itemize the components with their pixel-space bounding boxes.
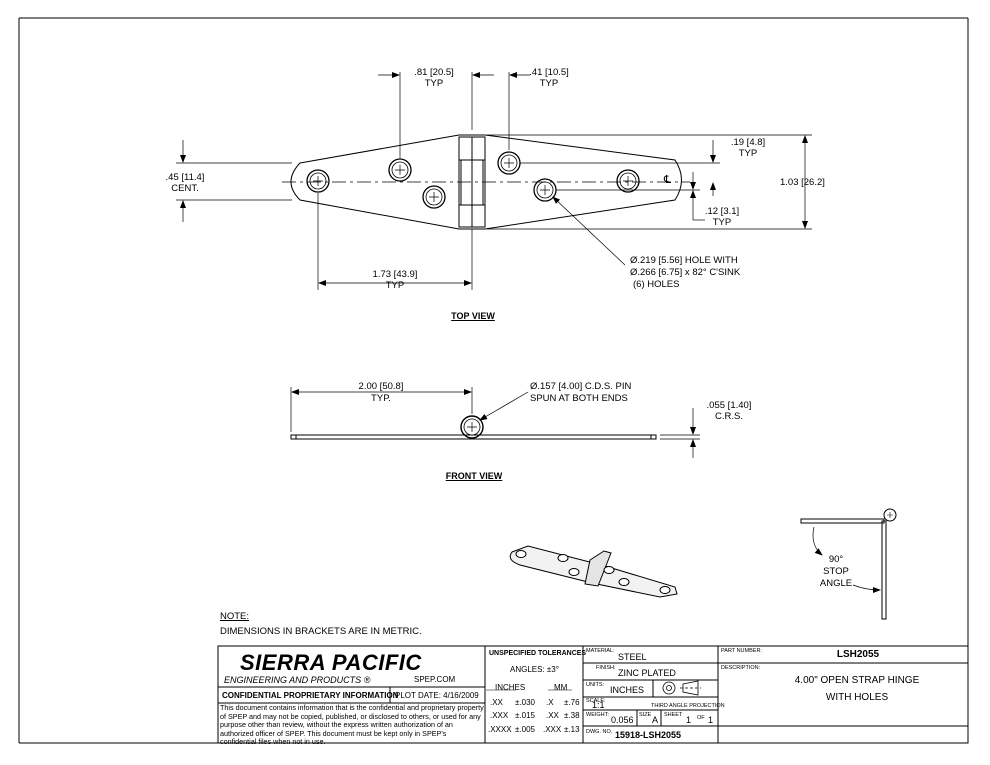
company-sub-text: ENGINEERING AND PRODUCTS: [224, 675, 362, 685]
tol-in-val: ±.005: [515, 725, 535, 734]
dim-12-typ: TYP: [712, 217, 732, 228]
front-view-dimensions: [290, 387, 700, 458]
hole-note-line2: Ø.266 [6.75] x 82° C'SINK: [630, 267, 741, 278]
company-subtitle: ENGINEERING AND PRODUCTS ®: [224, 675, 370, 685]
weight-label: WEIGHT:: [586, 712, 609, 718]
top-view-label: TOP VIEW: [451, 311, 495, 321]
sheet-label: SHEET: [664, 712, 683, 718]
dim-19: .19 [4.8]: [730, 137, 766, 148]
units-label: UNITS:: [586, 682, 605, 688]
hole-1: [306, 169, 330, 193]
tolerances-angles: ANGLES: ±3°: [510, 665, 559, 674]
scale-label: SCALE:: [586, 698, 606, 704]
material-value: STEEL: [618, 652, 647, 662]
note-title: NOTE:: [220, 611, 250, 622]
scale-value: 1:1: [592, 700, 605, 710]
dim-200-typ: TYP.: [371, 393, 391, 404]
front-view-label: FRONT VIEW: [445, 471, 503, 481]
isometric-view: [509, 545, 678, 598]
tol-mm-key: .XXX: [543, 725, 562, 734]
dim-103: 1.03 [26.2]: [780, 177, 825, 188]
top-view-part: [282, 134, 690, 230]
tolerances-title: UNSPECIFIED TOLERANCES: [489, 650, 587, 657]
plot-date: PLOT DATE: 4/16/2009: [395, 691, 479, 700]
front-view-part: [290, 415, 657, 440]
stop-angle-view: [800, 508, 897, 620]
dim-45: .45 [11.4]: [165, 172, 205, 183]
weight-value: 0.056: [611, 715, 634, 725]
hole-5: [533, 178, 557, 202]
dim-12: .12 [3.1]: [704, 206, 740, 217]
pin-note-line1: Ø.157 [4.00] C.D.S. PIN: [530, 381, 632, 392]
size-value: A: [652, 715, 659, 725]
dim-200: 2.00 [50.8]: [358, 381, 404, 392]
dim-173: 1.73 [43.9]: [372, 269, 418, 280]
title-block-frame: [217, 645, 969, 744]
dwg-number: 15918-LSH2055: [615, 730, 682, 740]
dim-055: .055 [1.40]: [706, 400, 752, 411]
sheet-border: [18, 17, 969, 744]
confidential-title: CONFIDENTIAL PROPRIETARY INFORMATION: [222, 691, 399, 700]
sheet-value: 1: [686, 715, 692, 725]
company-logo-text: SIERRA PACIFIC: [240, 650, 422, 675]
third-angle-projection-icon: [662, 680, 701, 696]
finish-label: FINISH:: [596, 665, 616, 671]
dim-41: .41 [10.5]: [529, 67, 569, 78]
projection-label: THIRD ANGLE PROJECTION: [651, 703, 725, 709]
hole-4: [497, 151, 521, 175]
description-label: DESCRIPTION:: [721, 665, 761, 671]
tol-mm-val: ±.76: [564, 698, 580, 707]
centerline-symbol: ℄: [664, 174, 672, 186]
tol-in-val: ±.015: [515, 711, 535, 720]
description-line1: 4.00" OPEN STRAP HINGE: [794, 675, 920, 686]
tol-mm-val: ±.13: [564, 725, 580, 734]
hole-note-line1: Ø.219 [5.56] HOLE WITH: [630, 255, 738, 266]
material-label: MATERIAL:: [586, 648, 615, 654]
finish-value: ZINC PLATED: [618, 668, 676, 678]
tol-in-key: .XXX: [490, 711, 509, 720]
top-view-dimensions: [176, 72, 812, 290]
hole-3: [422, 185, 446, 209]
company-website: SPEP.COM: [414, 675, 456, 684]
tol-in-key: .XX: [490, 698, 503, 707]
description-line2: WITH HOLES: [825, 692, 889, 703]
dim-81-typ: TYP: [424, 78, 444, 89]
confidential-text: This document contains information that …: [220, 703, 484, 747]
dwg-label: DWG. NO.: [586, 729, 613, 735]
dim-45-cent: CENT.: [171, 183, 199, 194]
stop-angle-90: 90°: [828, 554, 844, 565]
tolerances-inches-head: INCHES: [495, 683, 526, 692]
tol-in-val: ±.030: [515, 698, 535, 707]
tolerances-mm-head: MM: [554, 683, 568, 692]
dim-055-crs: C.R.S.: [715, 411, 743, 422]
hole-2: [388, 158, 412, 182]
size-label: SIZE: [639, 712, 652, 718]
stop-angle-stop: STOP: [823, 566, 849, 577]
part-number-label: PART NUMBER:: [721, 648, 762, 654]
dim-19-typ: TYP: [738, 148, 758, 159]
dim-41-typ: TYP: [539, 78, 559, 89]
hole-6: [616, 169, 640, 193]
hole-note-line3: (6) HOLES: [633, 279, 680, 290]
pin-note-line2: SPUN AT BOTH ENDS: [530, 393, 628, 404]
tol-in-key: .XXXX: [488, 725, 512, 734]
of-label: OF: [697, 715, 705, 721]
registered-mark: ®: [363, 675, 371, 685]
tol-mm-key: .XX: [546, 711, 559, 720]
tol-mm-key: .X: [546, 698, 554, 707]
part-number: LSH2055: [836, 649, 880, 660]
dim-81: .81 [20.5]: [414, 67, 454, 78]
sheet-total: 1: [708, 715, 714, 725]
units-value: INCHES: [610, 685, 645, 695]
note-text: DIMENSIONS IN BRACKETS ARE IN METRIC.: [220, 626, 422, 637]
dim-173-typ: TYP: [385, 280, 405, 291]
tol-mm-val: ±.38: [564, 711, 580, 720]
stop-angle-angle: ANGLE: [819, 578, 853, 589]
